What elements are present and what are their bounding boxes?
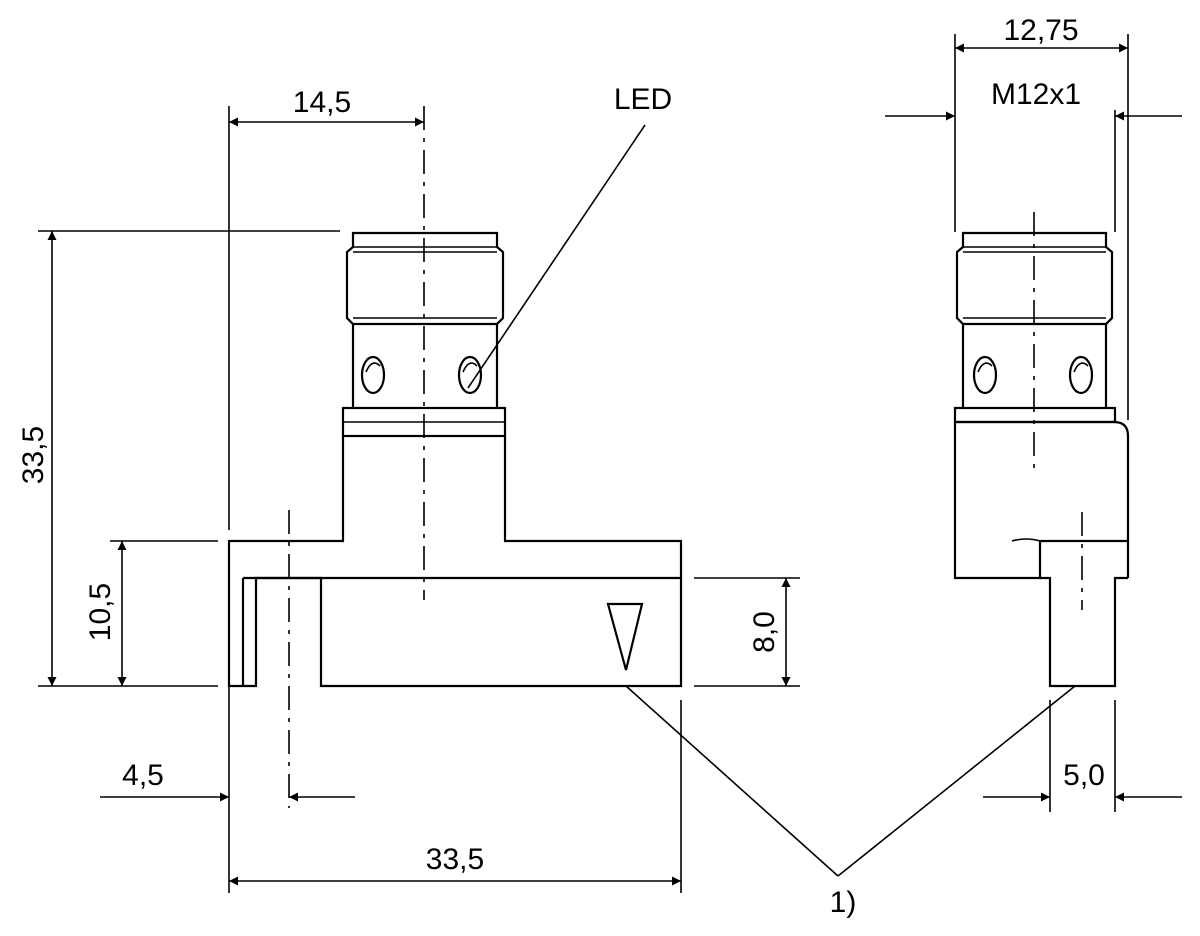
- note-label: 1): [830, 886, 857, 919]
- led-label: LED: [614, 83, 672, 116]
- dim-step-height: 10,5: [84, 583, 117, 641]
- side-collar: [953, 406, 1117, 424]
- front-connector-nut: [345, 231, 505, 408]
- dim-total-height: 33,5: [17, 426, 50, 484]
- side-view: [953, 212, 1130, 688]
- leaders: LED 1): [467, 83, 1076, 919]
- dim-body-thickness: 8,0: [748, 611, 781, 653]
- dim-side-width: 12,75: [1003, 14, 1078, 47]
- dim-side-slot: 5,0: [1063, 759, 1105, 792]
- dim-slot-offset: 4,5: [122, 759, 164, 792]
- side-body-outline: [953, 420, 1130, 580]
- side-led-window-left: [972, 355, 998, 395]
- front-led-window-left: [360, 355, 386, 395]
- led-leader-line: [467, 124, 646, 389]
- front-triangle-marker: [606, 602, 644, 671]
- dim-thread: M12x1: [991, 78, 1081, 111]
- note-leader-right: [837, 685, 1076, 877]
- dim-top-width: 14,5: [293, 86, 351, 119]
- dim-total-width: 33,5: [426, 843, 484, 876]
- side-dimensions: 12,75 M12x1 5,0: [885, 14, 1182, 812]
- front-dimensions: 14,5 33,5 10,5 8,0 4,5 33,5: [17, 86, 800, 893]
- note-leader-left: [625, 685, 839, 877]
- front-led-window-right: [457, 355, 483, 395]
- front-body-outline: [227, 436, 683, 688]
- side-led-window-right: [1068, 355, 1094, 395]
- front-view: [227, 106, 683, 808]
